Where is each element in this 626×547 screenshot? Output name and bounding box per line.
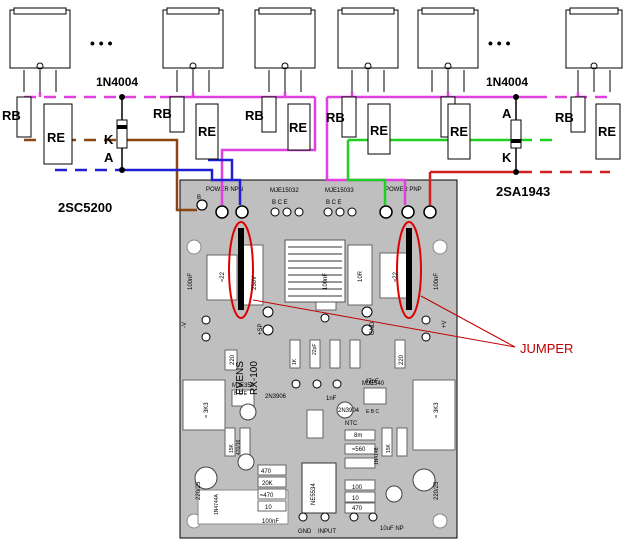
re-label-4: RE [370,123,388,138]
pcb-label-1n4744a: 1N4744A [214,493,220,515]
pcb-label-470-16: 470/16 [236,439,242,455]
pcb-label-gnd: GND [298,529,312,535]
pcb-label-470b: ≈470 [260,493,274,499]
jumper-highlight-left [228,221,254,319]
pcb-label-power-pnp: POWER PNP [385,187,422,193]
pcb-label-22pf: 22pF [312,344,318,355]
pcb-label-v-minus: -V [182,322,188,328]
pcb-label-b: B [197,195,201,201]
transistor-pnp-1 [337,7,399,92]
pcb-label-2n3906: 2N3906 [265,394,287,400]
jumper-label: JUMPER [520,341,573,356]
pcb-label-bce-mje350: B C E [234,391,248,397]
pcb-label-470-right: 470 [352,506,363,512]
pcb-title-rx100: RX-100 [249,361,260,395]
pcb-label-100nf-right: 100nF [434,273,440,290]
pcb-label-20k: 20K [262,481,273,487]
pcb-label-10-right: 10 [352,496,359,502]
diode-left-a: A [104,150,114,165]
pcb-label-mje350: MJE350 [232,383,255,389]
jumper-wire-left [238,228,244,310]
jumper-wire-right [406,228,412,310]
pcb-label-220-left: 220 [230,354,236,365]
pcb-label-15k-left: 15K [229,443,235,453]
pcb-label-220-25-left: 220/25 [196,481,202,500]
coil-inductor [284,239,346,303]
pcb-label-220-right: 220 [399,354,405,365]
pcb-label-100nf-250v: 250V [252,276,258,290]
pcb-label-470: 470 [261,469,272,475]
pcb-label-560: ≈560 [352,447,366,453]
pcb-label-3k3-right: ≈ 3K3 [434,402,440,418]
jumper-annotation: JUMPER [252,295,573,356]
pcb-board [179,179,458,539]
pcb-label-mje15033: MJE15033 [325,188,354,194]
pcb-label-c22-left: ≈22 [220,271,226,282]
re-label-6: RE [598,124,616,139]
pcb-label-1k: 1K [292,358,298,365]
ellipsis-left: • • • [90,35,113,51]
pcb-label-1nf: 1nF [326,396,337,402]
jumper-highlight-right [396,221,422,319]
pcb-label-bce-right: B C E [326,200,342,206]
diode-left [116,94,128,173]
transistor-label-2sa1943: 2SA1943 [496,184,550,199]
pcb-label-100nf-bottom: 100nF [262,519,279,525]
rb-label-4: RB [326,110,345,125]
pcb-label-100: 100 [352,485,363,491]
pcb-label-mje15032: MJE15032 [270,188,299,194]
pcb-label-10r: 10R [358,270,364,282]
pcb-label-power-npn: POWER NPN [206,187,243,193]
re-label-2: RE [198,124,216,139]
pcb-label-mje340: MJE340 [362,381,385,387]
diode-left-k: K [104,132,114,147]
transistor-pnp-3 [565,7,623,92]
pcb-label-input: INPUT [318,529,336,535]
pcb-label-10: 10 [265,505,272,511]
diode-right-a: A [502,106,512,121]
pcb-label-10uf-np: 10uF NP [380,526,404,532]
pcb-label-ebc: E B C [366,409,379,415]
transistor-npn-2 [162,7,224,92]
pcb-label-15k-right: 15K [386,443,392,453]
pcb-label-ntc: NTC [345,421,358,427]
re-label-5: RE [450,124,468,139]
pcb-label-v-plus: +V [442,320,448,328]
transistor-npn-1 [9,7,71,92]
re-label-3: RE [289,120,307,135]
emitter-base-resistors [16,96,621,165]
pcb-label-c22-right: ≈22 [393,271,399,282]
pcb-label-1n4148: 1N4148 [374,447,380,465]
diode-label-left: 1N4004 [96,75,138,89]
pcb-label-2n3904: 2N3904 [338,408,360,414]
rb-label-1: RB [2,108,21,123]
transistor-label-2sc5200: 2SC5200 [58,200,112,215]
pcb-label-8m: 8m [354,433,362,439]
rb-label-2: RB [153,106,172,121]
power-transistors: • • • • • • [9,7,623,92]
diode-label-right: 1N4004 [486,75,528,89]
rb-label-5: RB [555,110,574,125]
ellipsis-right: • • • [488,35,511,51]
pcb-label-220-25-right: 220/25 [434,481,440,500]
pcb-silk-labels: B POWER NPN MJE15032 MJE15033 POWER PNP … [182,187,448,535]
pcb-label-47pf: 47pF [365,379,379,385]
pcb-label-100nf-left: 100nF [188,273,194,290]
pcb-label-bce-left: B C E [272,200,288,206]
re-label-1: RE [47,130,65,145]
diode-right-k: K [502,150,512,165]
pcb-title-evens: EVENS [235,361,246,395]
pcb-label-100nf-top: 100nF [323,273,329,290]
rb-label-3: RB [245,108,264,123]
transistor-pnp-2 [417,7,479,92]
pcb-label-3k3-left: ≈ 3K3 [204,402,210,418]
pcb-label-ne5534: NE5534 [311,483,317,505]
transistor-npn-3 [254,7,316,92]
diode-right [510,94,522,175]
pcb-label-gnd-right: GND [370,321,376,335]
diagram-labels: 1N4004 1N4004 K A A K RB RE RB RE RB RE … [2,75,616,215]
pcb-label-sp: +SP [258,323,264,335]
